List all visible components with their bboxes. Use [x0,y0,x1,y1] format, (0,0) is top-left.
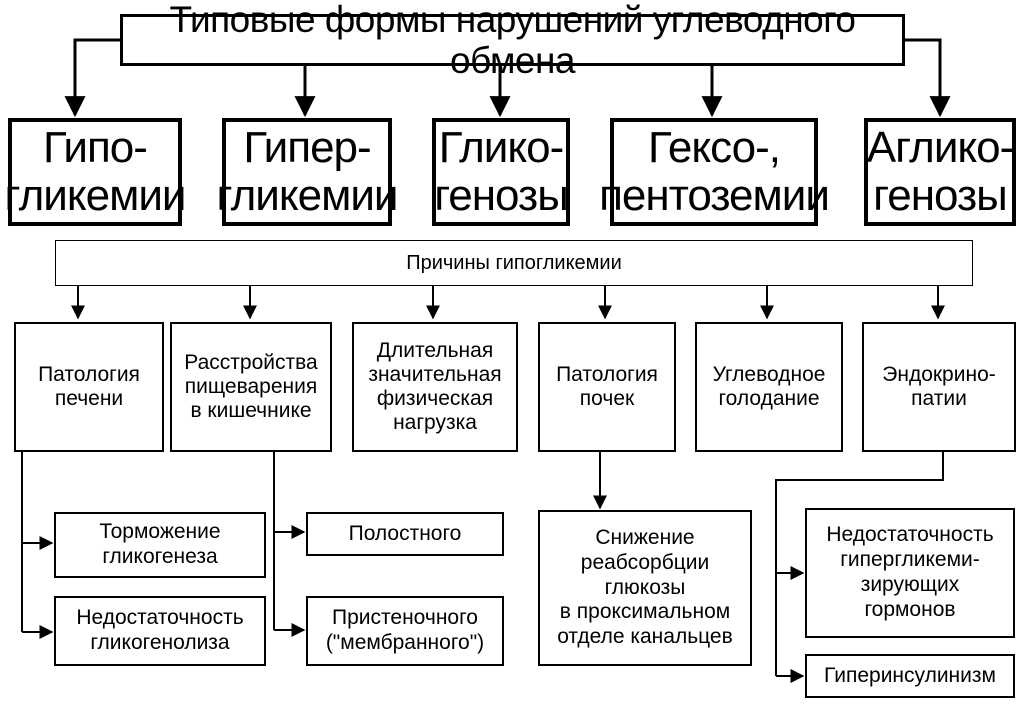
cause-digestive-disorders: Расстройства пищеварения в кишечнике [170,322,332,452]
detail-glycogenesis-inhibition: Торможение гликогенеза [54,512,266,578]
type-hexosemia-pentosemia: Гексо-, пентоземии [599,118,830,226]
cause-liver-pathology: Патология печени [14,322,164,452]
diagram-title: Типовые формы нарушений углеводного обме… [120,0,905,81]
detail-glycogenolysis-insufficiency: Недостаточность гликогенолиза [54,596,266,666]
detail-hyperinsulinism: Гиперинсулинизм [805,654,1015,698]
cause-endocrinopathies: Эндокрино- патии [862,322,1016,452]
cause-kidney-pathology: Патология почек [538,322,676,452]
detail-reduced-glucose-reabsorption: Снижение реабсорбции глюкозы в проксимал… [538,510,752,666]
type-glycogenoses: Глико- генозы [432,118,570,226]
detail-hyperglycemic-hormone-insufficiency: Недостаточность гипергликеми- зирующих г… [805,508,1015,638]
cause-physical-load: Длительная значительная физическая нагру… [352,322,518,452]
causes-header: Причины гипогликемии [55,240,973,286]
detail-membrane-digestion: Пристеночного ("мембранного") [306,596,504,666]
detail-cavity-digestion: Полостного [306,512,504,556]
type-hyperglycemia: Гипер- гликемии [217,118,398,226]
cause-carbohydrate-starvation: Углеводное голодание [695,322,843,452]
type-aglycogenoses: Аглико- генозы [864,118,1016,226]
type-hypoglycemia: Гипо- гликемии [5,118,186,226]
